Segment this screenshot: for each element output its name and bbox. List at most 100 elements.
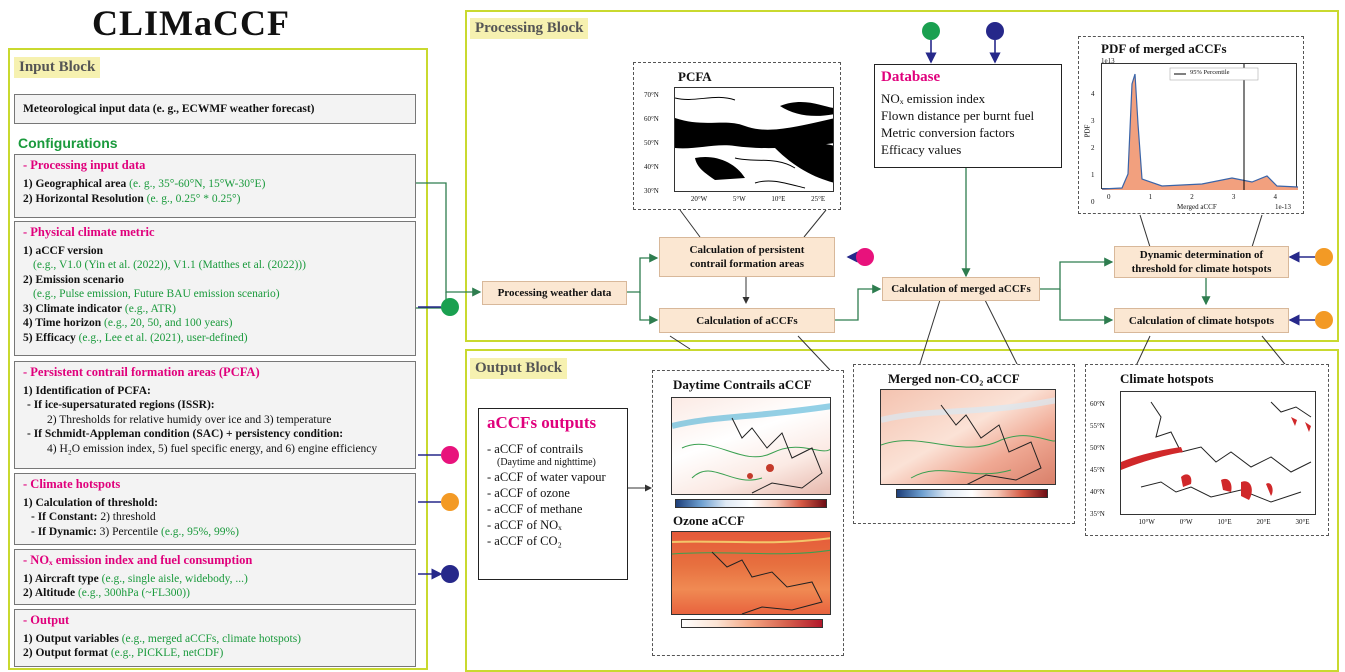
nox-config-title: - NOₓ emission index and fuel consumptio… — [23, 553, 253, 567]
hotspots-lat-label: 60°N — [1090, 400, 1105, 408]
ozone-title: Ozone aCCF — [673, 513, 745, 528]
pdf-panel: PDF of merged aCCFs 1e13 PDF 4 3 2 1 0 9… — [1078, 36, 1304, 214]
resolution-example: (e. g., 0.25° * 0.25°) — [146, 193, 241, 205]
navy-dot-database — [986, 22, 1004, 40]
daytime-map-shapes — [672, 403, 830, 494]
daytime-contrails-map — [671, 397, 831, 495]
pcfa-lon-label: 10°E — [771, 195, 786, 203]
pdf-ytick-labels: 4 3 2 1 0 — [1091, 81, 1095, 216]
pcfa-sac-params: 4) H₂O emission index, 5) fuel specific … — [47, 442, 378, 455]
ozone-colorbar — [681, 619, 823, 628]
hotspots-lat-label: 45°N — [1090, 466, 1105, 474]
processing-input-box: - Processing input data 1) Geographical … — [14, 154, 416, 218]
pcfa-lat-label: 70°N — [644, 91, 659, 99]
hotspots-lat-label: 55°N — [1090, 422, 1105, 430]
merged-colorbar — [896, 489, 1048, 498]
pdf-ytick: 0 — [1091, 198, 1095, 206]
orange-dot-threshold — [1315, 248, 1333, 266]
accf-version-example: (e.g., V1.0 (Yin et al. (2022)), V1.1 (M… — [33, 259, 306, 271]
dynamic-value: 3) Percentile — [99, 525, 159, 538]
magenta-dot-input — [441, 446, 459, 464]
pcfa-map-shapes — [675, 96, 833, 189]
merged-map — [880, 389, 1056, 485]
hotspot-calc-box: Calculation of climate hotspots — [1114, 308, 1289, 333]
navy-dot-input — [441, 565, 459, 583]
pcfa-map-panel: PCFA 70°N 60°N 50°N 40°N 30°N 20°W 5°W 1… — [633, 62, 841, 210]
pdf-yscale: 1e13 — [1101, 57, 1115, 65]
merged-map-shapes — [881, 397, 1055, 484]
hotspots-lat-label: 35°N — [1090, 510, 1105, 518]
merged-panel: Merged non-CO₂ aCCF — [853, 364, 1075, 524]
accf-version-label: 1) aCCF version — [23, 244, 104, 257]
database-box: Database NOₓ emission index Flown distan… — [874, 64, 1062, 168]
physical-metric-box: - Physical climate metric 1) aCCF versio… — [14, 221, 416, 356]
pcfa-lat-label: 40°N — [644, 163, 659, 171]
hotspots-lon-label: 0°W — [1179, 518, 1193, 526]
contrails-ozone-panel: Daytime Contrails aCCF Ozone aCCF — [652, 370, 844, 656]
pcfa-lat-label: 60°N — [644, 115, 659, 123]
daytime-contrails-title: Daytime Contrails aCCF — [673, 377, 812, 392]
pcfa-issr: - If ice-supersaturated regions (ISSR): — [27, 399, 215, 411]
pdf-title: PDF of merged aCCFs — [1101, 41, 1227, 56]
database-title: Database — [881, 69, 941, 85]
processing-input-title: - Processing input data — [23, 158, 146, 172]
output-config-title: - Output — [23, 613, 70, 627]
pdf-legend-label: 95% Percentile — [1190, 69, 1230, 76]
pdf-xlabel: Merged aCCF — [1177, 203, 1217, 211]
pcfa-thresholds: 2) Thresholds for relative humidy over i… — [47, 413, 332, 426]
output-config-box: - Output 1) Output variables (e.g., merg… — [14, 609, 416, 667]
accf-outputs-title: aCCFs outputs — [487, 413, 597, 432]
pcfa-sac: - If Schmidt-Appleman condition (SAC) + … — [27, 428, 344, 440]
geo-area-example: (e. g., 35°-60°N, 15°W-30°E) — [129, 178, 266, 190]
pdf-ytick: 3 — [1091, 117, 1095, 125]
dyn-threshold-box: Dynamic determination of threshold for c… — [1114, 246, 1289, 278]
hotspots-title: Climate hotspots — [1120, 371, 1214, 386]
time-horizon-label: 4) Time horizon — [23, 317, 102, 329]
pdf-ytick: 2 — [1091, 144, 1095, 152]
pdf-curve — [1101, 64, 1299, 190]
configurations-heading: Configurations — [18, 135, 118, 151]
database-item: Metric conversion factors — [881, 125, 1015, 140]
database-item: Efficacy values — [881, 142, 962, 157]
resolution-label: 2) Horizontal Resolution — [23, 193, 144, 205]
pcfa-lat-label: 50°N — [644, 139, 659, 147]
nox-config-box: - NOₓ emission index and fuel consumptio… — [14, 549, 416, 605]
threshold-calc-label: 1) Calculation of threshold: — [23, 496, 158, 509]
output-item: - aCCF of CO₂ — [487, 534, 562, 548]
ozone-map-shapes — [672, 537, 830, 614]
output-item: - aCCF of ozone — [487, 486, 570, 500]
pcfa-lat-label: 30°N — [644, 187, 659, 195]
output-item: - aCCF of water vapour — [487, 470, 606, 484]
pdf-xtick: 4 — [1273, 193, 1278, 201]
processing-block-label: Processing Block — [470, 18, 589, 39]
altitude-label: 2) Altitude — [23, 587, 76, 599]
output-variables-label: 1) Output variables — [23, 632, 119, 645]
hotspots-lon-label: 10°E — [1217, 518, 1232, 526]
pcfa-calc-box: Calculation of persistent contrail forma… — [659, 237, 835, 277]
hotspots-panel: Climate hotspots 60°N 55°N 50°N 45°N 40°… — [1085, 364, 1329, 536]
met-data-box: Meteorological input data (e. g., ECWMF … — [14, 94, 416, 124]
met-data-text: Meteorological input data (e. g., ECWMF … — [23, 102, 315, 115]
output-item: - aCCF of methane — [487, 502, 583, 516]
merged-title: Merged non-CO₂ aCCF — [888, 371, 1020, 386]
output-item: - aCCF of contrails — [487, 442, 584, 456]
output-format-example: (e.g., PICKLE, netCDF) — [110, 647, 224, 659]
pcfa-map-title: PCFA — [678, 69, 712, 84]
app-title: CLIMaCCF — [92, 3, 290, 43]
pdf-plot: 95% Percentile — [1101, 63, 1299, 190]
database-item: Flown distance per burnt fuel — [881, 108, 1035, 123]
accf-outputs-box: aCCFs outputs - aCCF of contrails (Dayti… — [478, 408, 628, 580]
hotspots-map — [1120, 391, 1316, 515]
output-block-label: Output Block — [470, 358, 568, 379]
constant-label: - If Constant: — [31, 511, 98, 523]
time-horizon-example: (e.g., 20, 50, and 100 years) — [104, 317, 233, 329]
input-block-label: Input Block — [14, 57, 101, 78]
green-dot-database — [922, 22, 940, 40]
efficacy-label: 5) Efficacy — [23, 331, 76, 344]
dynamic-example: (e.g., 95%, 99%) — [160, 525, 239, 538]
output-item: - aCCF of NOₓ — [487, 518, 562, 532]
pdf-ytick: 4 — [1091, 90, 1095, 98]
hotspots-lon-label: 20°E — [1256, 518, 1271, 526]
hotspots-lat-label: 50°N — [1090, 444, 1105, 452]
